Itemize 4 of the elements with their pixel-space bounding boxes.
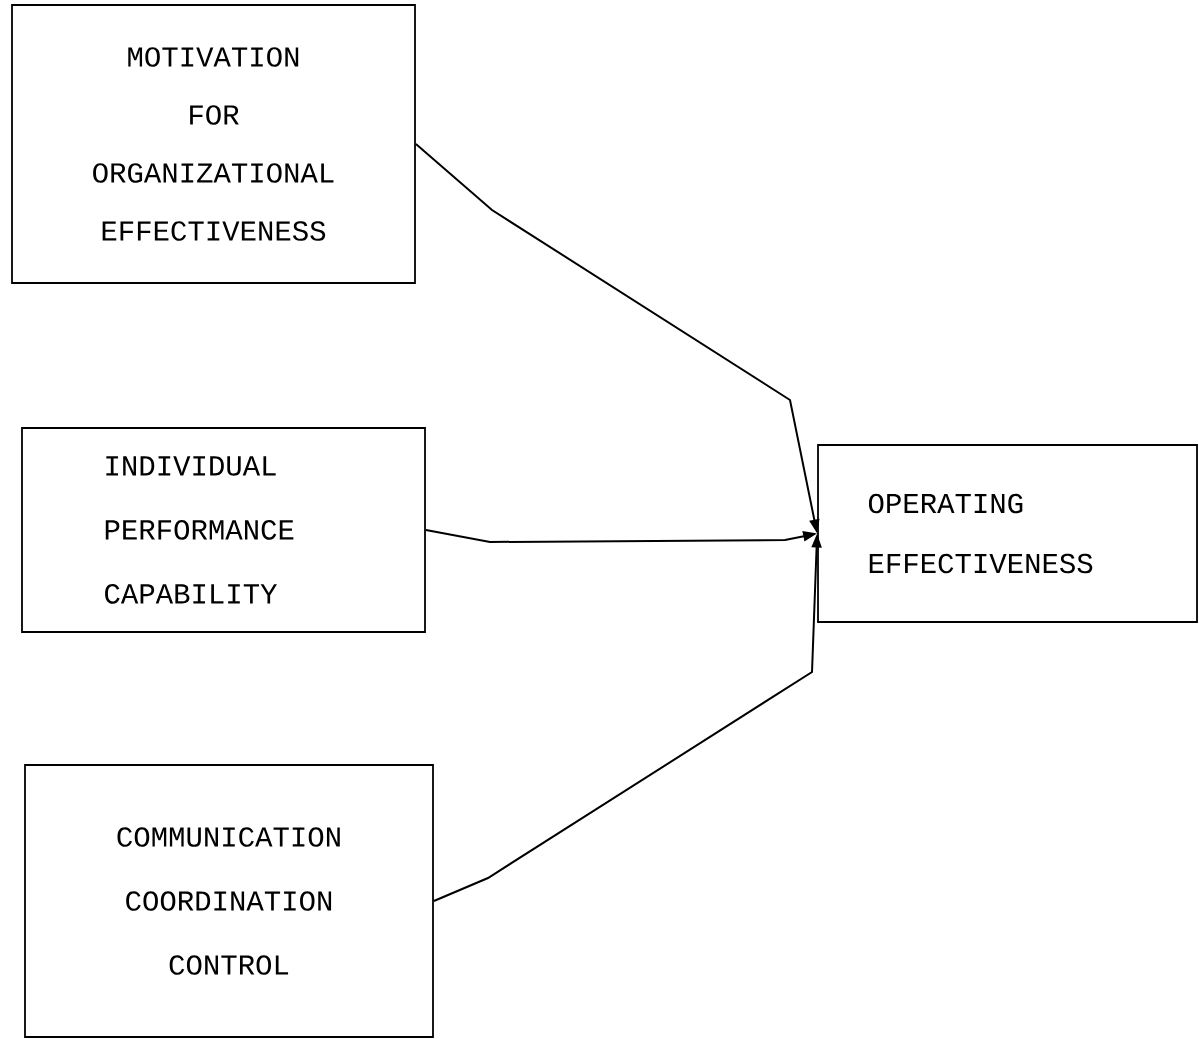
process-box: COMMUNICATION COORDINATION CONTROL <box>24 764 434 1038</box>
process-box: INDIVIDUAL PERFORMANCE CAPABILITY <box>21 427 426 633</box>
process-box: OPERATING EFFECTIVENESS <box>817 444 1198 623</box>
process-box: MOTIVATION FOR ORGANIZATIONAL EFFECTIVENESS <box>11 4 416 284</box>
